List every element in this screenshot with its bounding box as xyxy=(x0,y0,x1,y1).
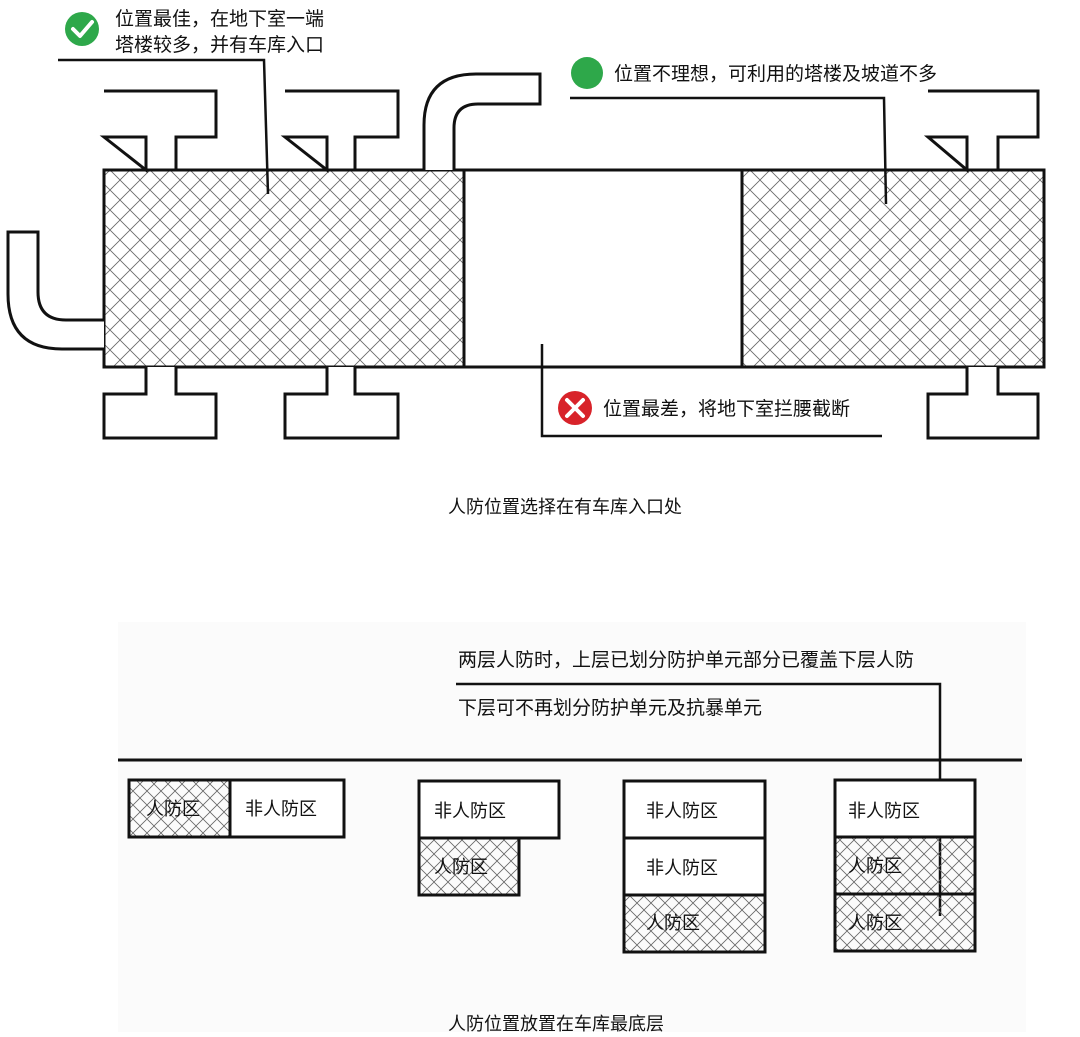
note-mid: 位置不理想，可利用的塔楼及坡道不多 xyxy=(614,63,937,85)
case-2 xyxy=(417,779,561,897)
check-circle-icon xyxy=(65,12,99,46)
note-best-line2: 塔楼较多，并有车库入口 xyxy=(115,34,324,56)
cell-non-civil-defense xyxy=(622,836,767,897)
tower-bottom-1 xyxy=(102,367,218,440)
tower-bottom-3 xyxy=(926,367,1040,440)
cell-civil-defense xyxy=(833,892,977,953)
case2-cell2-label: 人防区 xyxy=(434,857,488,878)
leader-best xyxy=(58,58,270,195)
case-1 xyxy=(127,778,346,839)
civil-defense-zone-right xyxy=(740,168,1046,369)
green-dot-icon xyxy=(571,57,603,89)
case1-cell2-label: 非人防区 xyxy=(245,799,317,820)
garage-ramp-top xyxy=(422,72,542,170)
basement-plan xyxy=(6,72,1046,440)
tower-bottom-2 xyxy=(283,367,400,440)
note-worst: 位置最差，将地下室拦腰截断 xyxy=(603,398,850,420)
leader-worst xyxy=(540,344,882,438)
cell-civil-defense xyxy=(622,893,767,954)
caption-top: 人防位置选择在有车库入口处 xyxy=(448,497,682,518)
case3-cell2-label: 非人防区 xyxy=(646,858,718,879)
tower-top-3 xyxy=(923,89,1040,174)
cell-non-civil-defense xyxy=(228,778,346,839)
note-best-line1: 位置最佳，在地下室一端 xyxy=(115,8,324,30)
note-two-level-line2: 下层可不再划分防护单元及抗暴单元 xyxy=(458,697,762,719)
case3-cell1-label: 非人防区 xyxy=(646,801,718,822)
garage-ramp-left xyxy=(6,230,104,351)
case2-cell1-label: 非人防区 xyxy=(434,801,506,822)
cell-civil-defense xyxy=(417,836,521,897)
case4-cell2-label: 人防区 xyxy=(848,856,902,877)
tower-top-1 xyxy=(99,89,218,174)
cell-civil-defense xyxy=(127,778,232,839)
case3-cell3-label: 人防区 xyxy=(646,913,700,934)
case1-cell1-label: 人防区 xyxy=(146,799,200,820)
caption-bottom: 人防位置放置在车库最底层 xyxy=(448,1014,664,1035)
x-circle-icon xyxy=(558,391,592,425)
cell-non-civil-defense xyxy=(622,779,767,840)
civil-defense-zone-left xyxy=(102,168,466,369)
note-two-level-line1: 两层人防时，上层已划分防护单元部分已覆盖下层人防 xyxy=(458,649,914,671)
case-3 xyxy=(622,779,767,954)
tower-top-2 xyxy=(280,89,400,174)
case4-cell3-label: 人防区 xyxy=(848,913,902,934)
cell-civil-defense xyxy=(833,835,977,896)
leader-lines-top xyxy=(58,58,888,438)
leader-mid xyxy=(570,96,888,205)
case4-cell1-label: 非人防区 xyxy=(848,801,920,822)
case-4 xyxy=(833,778,977,953)
